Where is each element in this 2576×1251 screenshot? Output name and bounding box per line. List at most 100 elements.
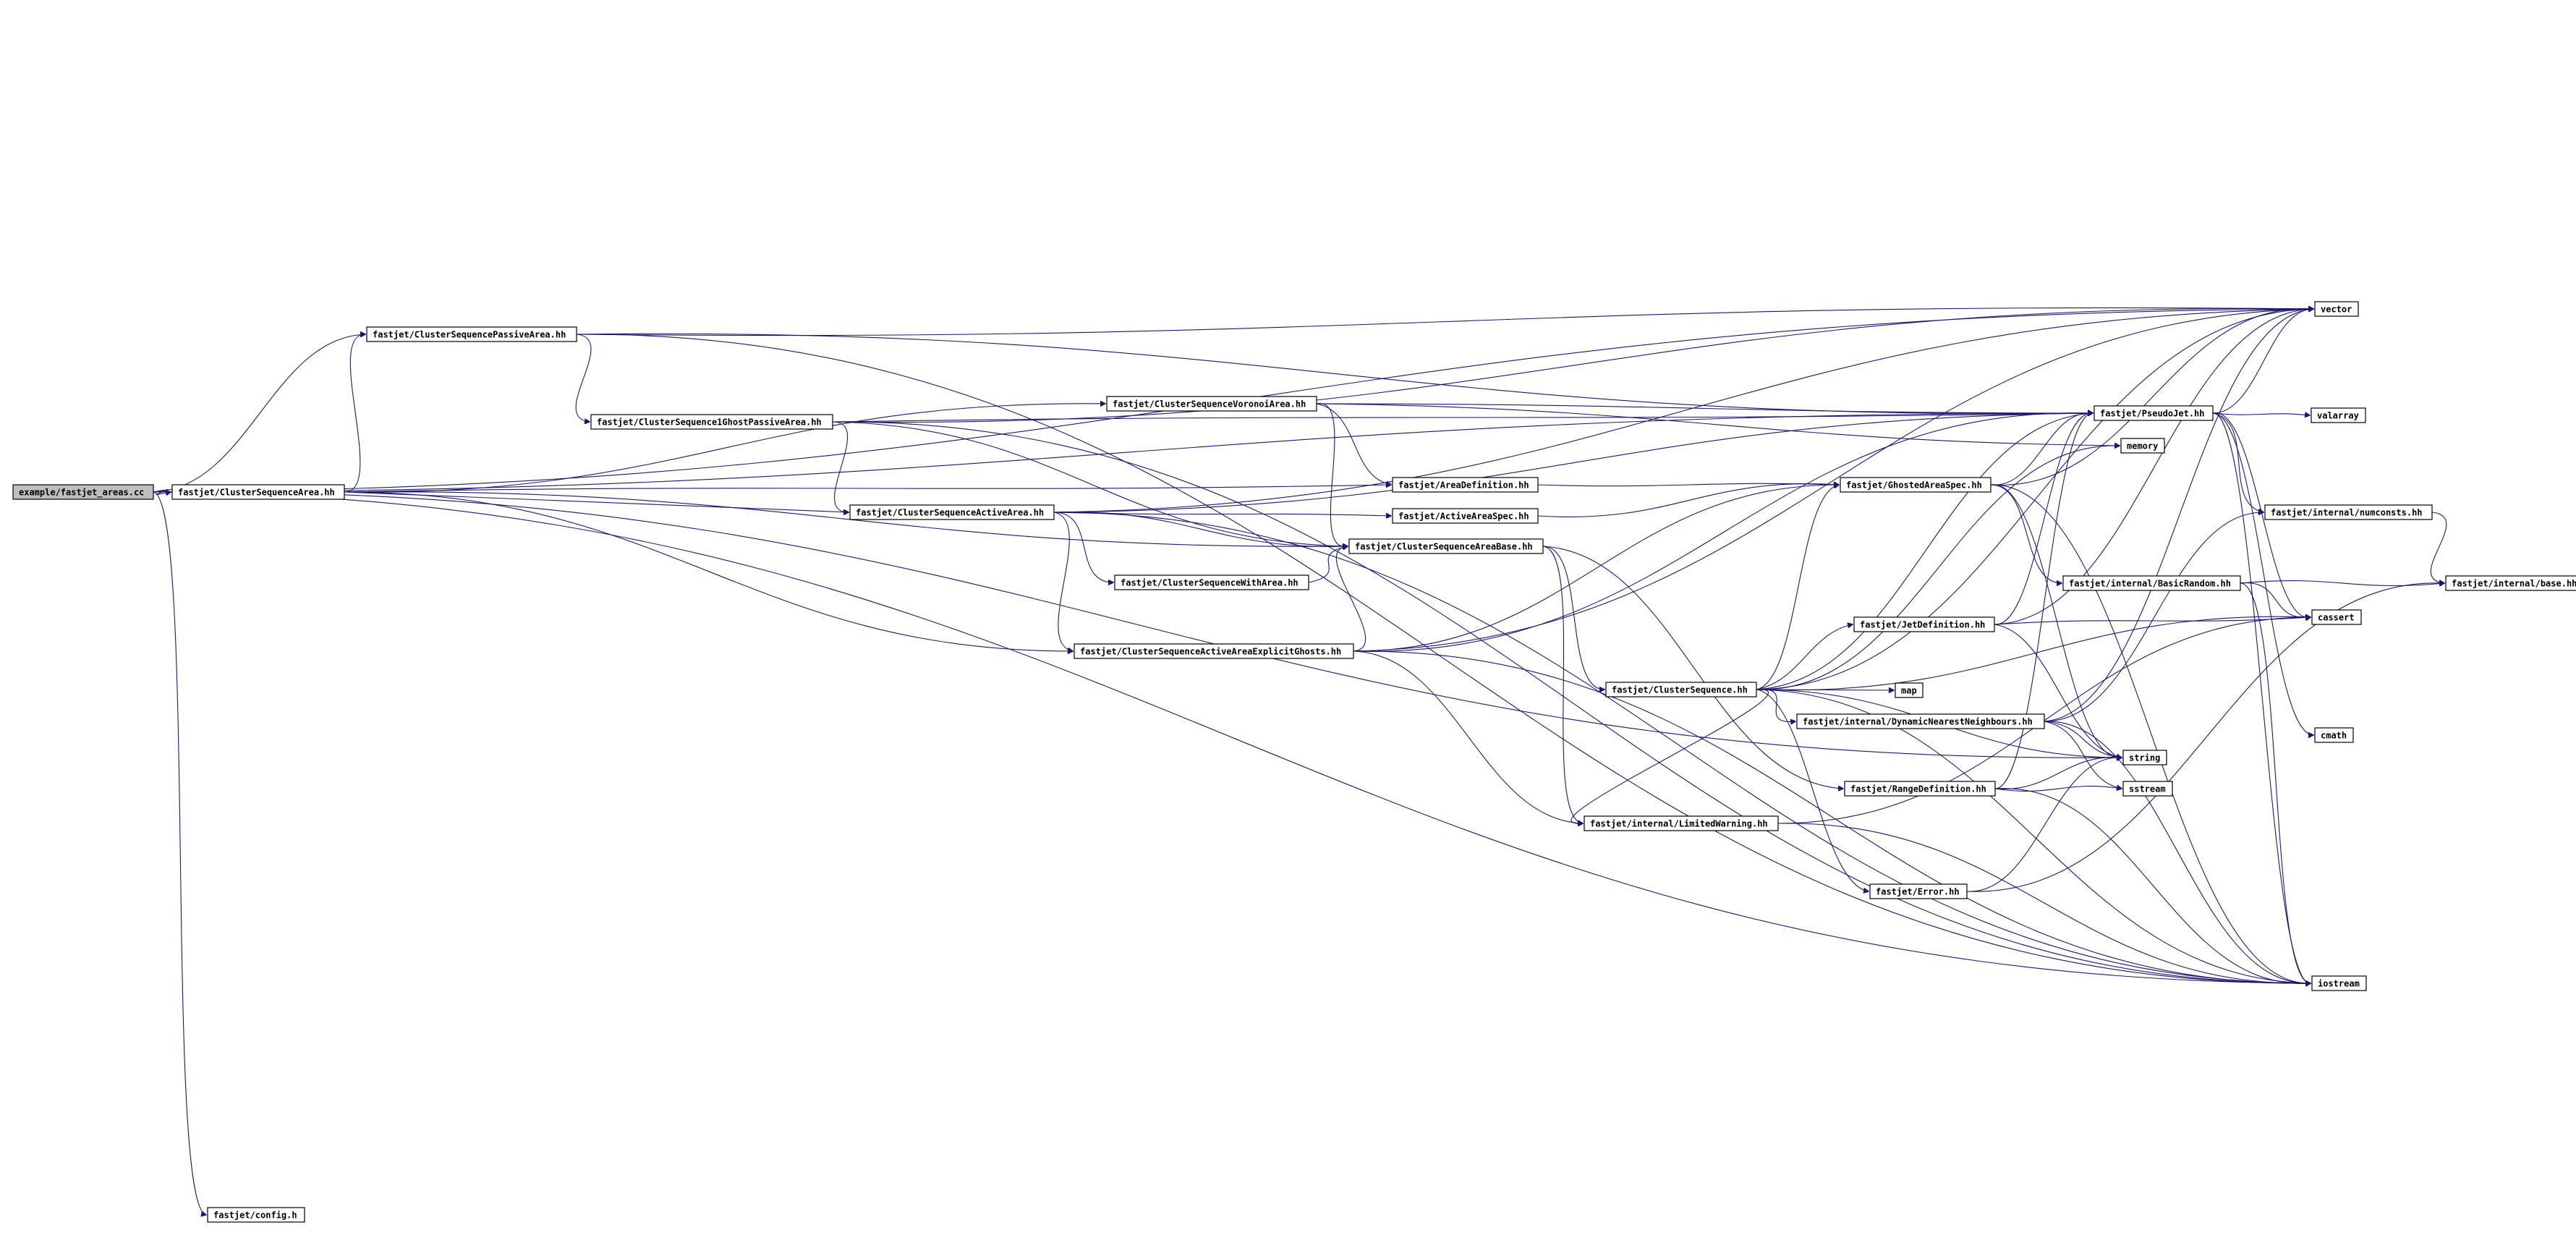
node-box-vector[interactable] bbox=[2314, 301, 2359, 317]
node-box-cs1gpa[interactable] bbox=[590, 414, 833, 430]
node-numconsts[interactable]: fastjet/internal/numconsts.hh bbox=[2264, 504, 2433, 520]
node-basicrandom[interactable]: fastjet/internal/BasicRandom.hh bbox=[2062, 575, 2241, 591]
node-box-cswa[interactable] bbox=[1114, 574, 1309, 590]
node-dnn[interactable]: fastjet/internal/DynamicNearestNeighbour… bbox=[1796, 713, 2045, 729]
edge-dnn-to-sstream bbox=[2044, 721, 2122, 789]
edge-csa-to-csab bbox=[344, 491, 1348, 547]
node-config[interactable]: fastjet/config.h bbox=[207, 1207, 305, 1223]
node-cs[interactable]: fastjet/ClusterSequence.hh bbox=[1605, 682, 1757, 697]
node-cmath[interactable]: cmath bbox=[2314, 727, 2354, 743]
node-label-map: map bbox=[1901, 686, 1917, 696]
node-label-iostream: iostream bbox=[2318, 979, 2360, 989]
node-box-cspa[interactable] bbox=[366, 326, 577, 342]
node-label-csaaeg: fastjet/ClusterSequenceActiveAreaExplici… bbox=[1080, 647, 1341, 657]
node-label-basicrandom: fastjet/internal/BasicRandom.hh bbox=[2069, 579, 2231, 589]
edge-csaa-to-cswa bbox=[1053, 512, 1113, 582]
edge-pseudojet-to-iostream bbox=[2212, 412, 2311, 983]
edge-areadef-to-ghosted bbox=[1537, 483, 1839, 485]
edge-dnn-to-vector bbox=[2044, 309, 2313, 722]
node-box-base[interactable] bbox=[2445, 575, 2576, 591]
node-box-sstream[interactable] bbox=[2122, 781, 2173, 797]
edge-ghosted-to-vector bbox=[1990, 309, 2313, 485]
edge-basicrandom-to-cassert bbox=[2240, 582, 2311, 618]
node-csab[interactable]: fastjet/ClusterSequenceAreaBase.hh bbox=[1348, 538, 1544, 554]
edge-cs-to-cassert bbox=[1756, 616, 2311, 691]
node-box-iostream[interactable] bbox=[2311, 975, 2367, 991]
edge-csaaeg-to-iostream bbox=[1353, 650, 2311, 983]
node-box-numconsts[interactable] bbox=[2264, 504, 2433, 520]
node-box-valarray[interactable] bbox=[2311, 407, 2366, 423]
node-box-cassert[interactable] bbox=[2311, 609, 2362, 625]
node-box-rangedef[interactable] bbox=[1844, 781, 1996, 797]
edge-example-to-iostream bbox=[153, 491, 2311, 983]
node-box-csa[interactable] bbox=[171, 484, 345, 500]
nodes-layer: example/fastjet_areas.cc fastjet/ClusterS… bbox=[12, 301, 2576, 1223]
node-cswa[interactable]: fastjet/ClusterSequenceWithArea.hh bbox=[1114, 574, 1309, 590]
edge-jetdef-to-pseudojet bbox=[1994, 413, 2093, 625]
edge-ghosted-to-pseudojet bbox=[1990, 413, 2093, 485]
edge-activespec-to-ghosted bbox=[1537, 484, 1839, 517]
node-rangedef[interactable]: fastjet/RangeDefinition.hh bbox=[1844, 781, 1996, 797]
node-box-csaa[interactable] bbox=[849, 504, 1055, 520]
node-string[interactable]: string bbox=[2122, 750, 2167, 766]
node-box-string[interactable] bbox=[2122, 750, 2167, 766]
node-box-jetdef[interactable] bbox=[1853, 616, 1995, 632]
node-box-error[interactable] bbox=[1869, 883, 1968, 899]
node-csaa[interactable]: fastjet/ClusterSequenceActiveArea.hh bbox=[849, 504, 1055, 520]
edge-csva-to-areadef bbox=[1316, 403, 1391, 485]
node-cassert[interactable]: cassert bbox=[2311, 609, 2362, 625]
edge-csaaeg-to-pseudojet bbox=[1353, 413, 2093, 652]
node-map[interactable]: map bbox=[1895, 682, 1924, 698]
node-box-config[interactable] bbox=[207, 1207, 305, 1223]
edge-csa-to-areadef bbox=[344, 485, 1391, 493]
node-box-pseudojet[interactable] bbox=[2093, 405, 2214, 421]
node-box-ghosted[interactable] bbox=[1840, 477, 1991, 493]
node-box-csab[interactable] bbox=[1348, 538, 1544, 554]
node-box-areadef[interactable] bbox=[1392, 477, 1539, 493]
node-limwarn[interactable]: fastjet/internal/LimitedWarning.hh bbox=[1584, 815, 1779, 831]
node-cs1gpa[interactable]: fastjet/ClusterSequence1GhostPassiveArea… bbox=[590, 414, 833, 430]
node-valarray[interactable]: valarray bbox=[2311, 407, 2366, 423]
node-csa[interactable]: fastjet/ClusterSequenceArea.hh bbox=[171, 484, 345, 500]
edge-limwarn-to-cassert bbox=[1777, 617, 2311, 824]
node-box-cs[interactable] bbox=[1605, 682, 1757, 697]
edge-csaa-to-csaaeg bbox=[1053, 512, 1073, 651]
node-label-example: example/fastjet_areas.cc bbox=[19, 488, 144, 499]
node-box-csaaeg[interactable] bbox=[1074, 643, 1354, 659]
node-iostream[interactable]: iostream bbox=[2311, 975, 2367, 991]
node-box-basicrandom[interactable] bbox=[2062, 575, 2241, 591]
edge-rangedef-to-pseudojet bbox=[1994, 413, 2093, 789]
node-example[interactable]: example/fastjet_areas.cc bbox=[12, 484, 154, 500]
node-box-dnn[interactable] bbox=[1796, 713, 2045, 729]
node-label-ghosted: fastjet/GhostedAreaSpec.hh bbox=[1846, 480, 1982, 491]
node-label-memory: memory bbox=[2127, 441, 2158, 451]
edge-cs-to-dnn bbox=[1756, 689, 1795, 722]
node-box-limwarn[interactable] bbox=[1584, 815, 1779, 831]
node-activespec[interactable]: fastjet/ActiveAreaSpec.hh bbox=[1392, 508, 1539, 524]
edge-error-to-base bbox=[1966, 583, 2444, 892]
node-memory[interactable]: memory bbox=[2120, 438, 2165, 454]
node-label-string: string bbox=[2129, 753, 2160, 763]
node-base[interactable]: fastjet/internal/base.hh bbox=[2445, 575, 2576, 591]
node-areadef[interactable]: fastjet/AreaDefinition.hh bbox=[1392, 477, 1539, 493]
edge-jetdef-to-string bbox=[1994, 624, 2122, 758]
node-pseudojet[interactable]: fastjet/PseudoJet.hh bbox=[2093, 405, 2214, 421]
node-ghosted[interactable]: fastjet/GhostedAreaSpec.hh bbox=[1840, 477, 1991, 493]
edge-csaaeg-to-vector bbox=[1353, 309, 2313, 652]
node-csaaeg[interactable]: fastjet/ClusterSequenceActiveAreaExplici… bbox=[1074, 643, 1354, 659]
node-sstream[interactable]: sstream bbox=[2122, 781, 2173, 797]
node-cspa[interactable]: fastjet/ClusterSequencePassiveArea.hh bbox=[366, 326, 577, 342]
node-box-csva[interactable] bbox=[1106, 396, 1317, 412]
node-error[interactable]: fastjet/Error.hh bbox=[1869, 883, 1968, 899]
node-box-memory[interactable] bbox=[2120, 438, 2165, 454]
edge-cspa-to-pseudojet bbox=[576, 333, 2093, 414]
node-csva[interactable]: fastjet/ClusterSequenceVoronoiArea.hh bbox=[1106, 396, 1317, 412]
edge-csab-to-rangedef bbox=[1542, 546, 1843, 789]
node-box-example[interactable] bbox=[12, 484, 154, 500]
node-box-activespec[interactable] bbox=[1392, 508, 1539, 524]
node-box-map[interactable] bbox=[1895, 682, 1924, 698]
edge-csaa-to-pseudojet bbox=[1053, 413, 2093, 513]
node-box-cmath[interactable] bbox=[2314, 727, 2354, 743]
node-jetdef[interactable]: fastjet/JetDefinition.hh bbox=[1853, 616, 1995, 632]
node-vector[interactable]: vector bbox=[2314, 301, 2359, 317]
